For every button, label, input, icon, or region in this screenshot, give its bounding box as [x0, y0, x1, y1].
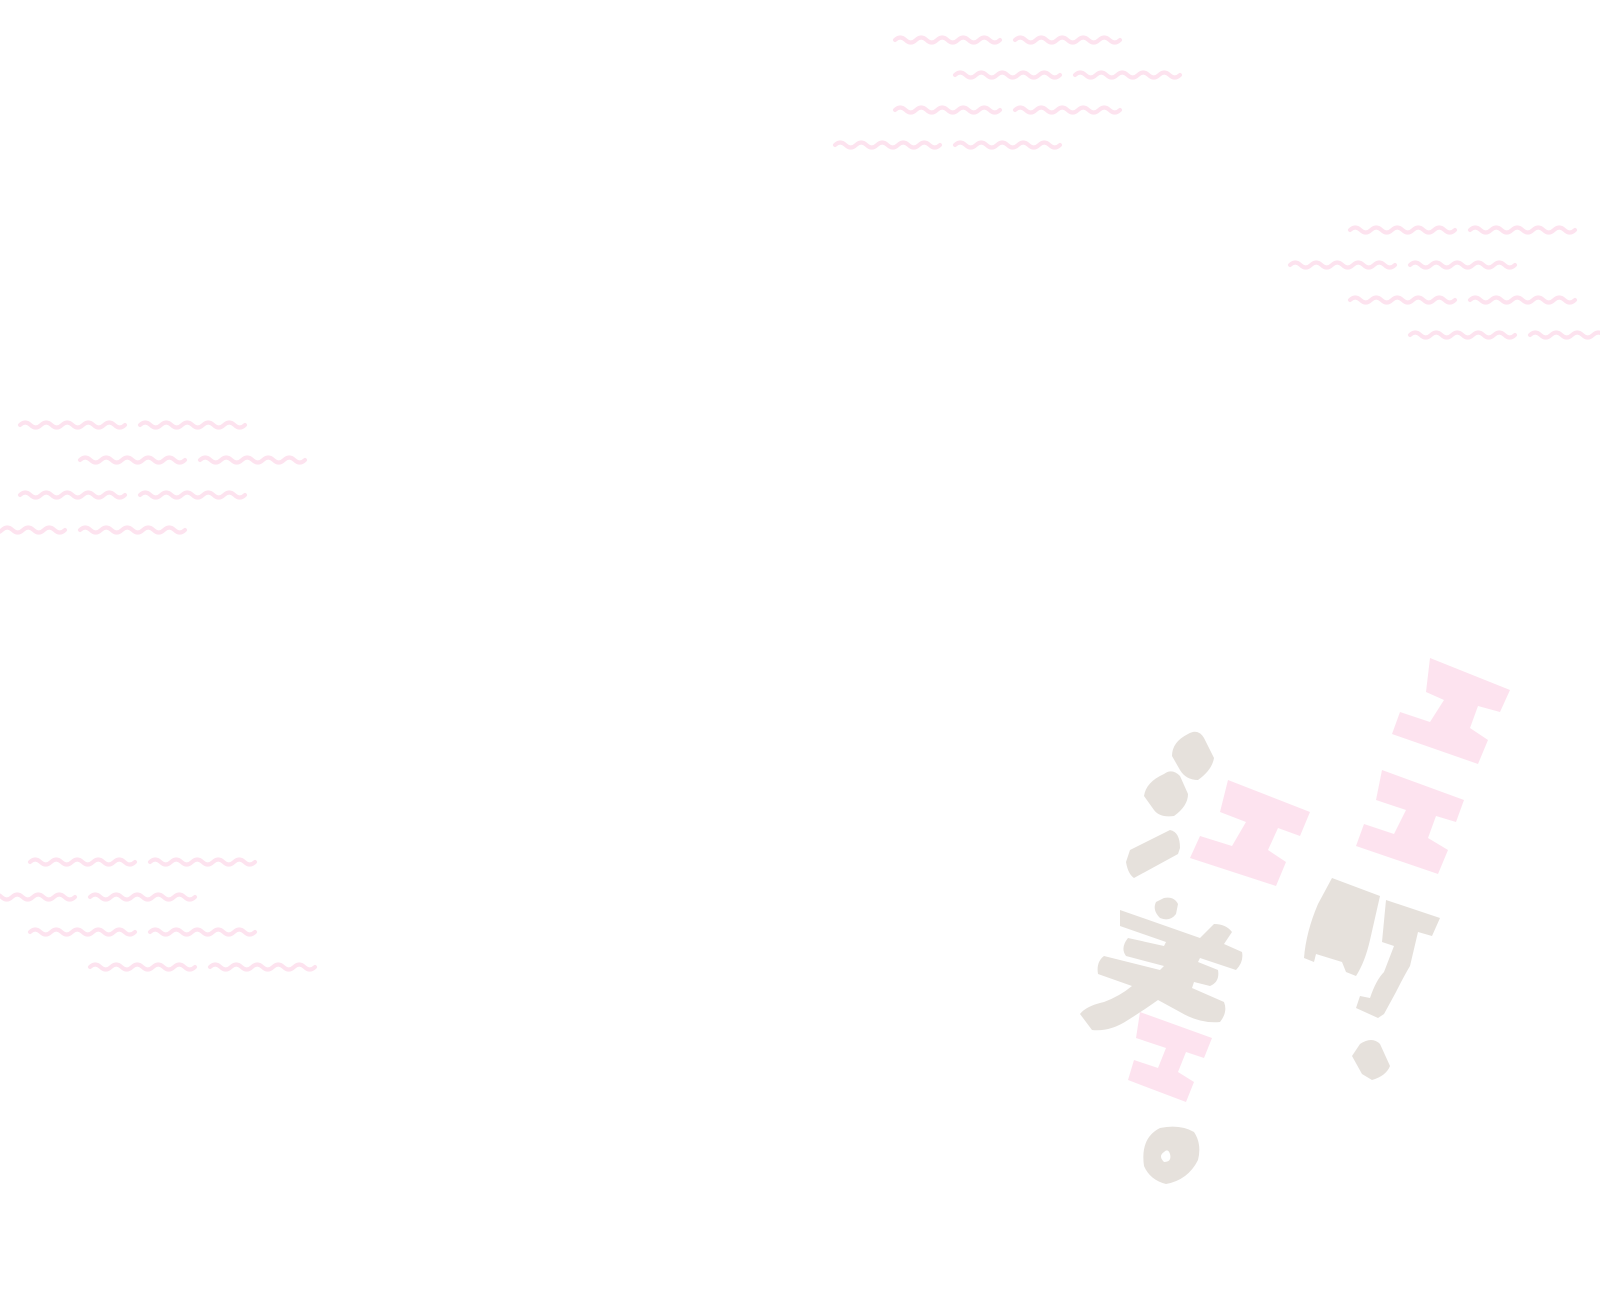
wave-line: [1528, 330, 1600, 340]
wave-line: [138, 490, 247, 500]
wave-cluster-middle-left: [0, 415, 320, 545]
wave-pattern-icon: [0, 857, 317, 972]
wave-line: [138, 420, 247, 430]
wave-line: [893, 35, 1002, 45]
wave-line: [1468, 225, 1577, 235]
slogan-lettering-logo: [1060, 640, 1560, 1220]
wave-line: [148, 927, 257, 937]
wave-line: [0, 892, 77, 902]
wave-line: [78, 525, 187, 535]
wave-line: [78, 455, 187, 465]
wave-line: [208, 962, 317, 972]
wave-line: [1013, 35, 1122, 45]
wave-line: [893, 105, 1002, 115]
wave-line: [1408, 260, 1517, 270]
wave-line: [833, 140, 942, 150]
wave-line: [148, 857, 257, 867]
wave-line: [1348, 225, 1457, 235]
wave-pattern-icon: [833, 35, 1182, 150]
wave-pattern-icon: [1288, 225, 1600, 340]
wave-line: [88, 892, 197, 902]
wave-line: [1073, 70, 1182, 80]
wave-line: [1288, 260, 1397, 270]
wave-line: [0, 525, 67, 535]
wave-line: [18, 490, 127, 500]
wave-line: [1468, 295, 1577, 305]
wave-line: [28, 927, 137, 937]
wave-line: [1013, 105, 1122, 115]
wave-cluster-top-center: [833, 30, 1255, 160]
wave-line: [953, 140, 1062, 150]
wave-line: [1408, 330, 1517, 340]
wave-line: [198, 455, 307, 465]
wave-cluster-top-right: [1288, 220, 1600, 350]
wave-line: [953, 70, 1062, 80]
wave-cluster-bottom-left: [0, 852, 330, 982]
wave-line: [18, 420, 127, 430]
wave-line: [88, 962, 197, 972]
wave-line: [1348, 295, 1457, 305]
wave-line: [28, 857, 137, 867]
slogan-logo-icon: [1080, 658, 1510, 1184]
wave-pattern-icon: [0, 420, 307, 535]
